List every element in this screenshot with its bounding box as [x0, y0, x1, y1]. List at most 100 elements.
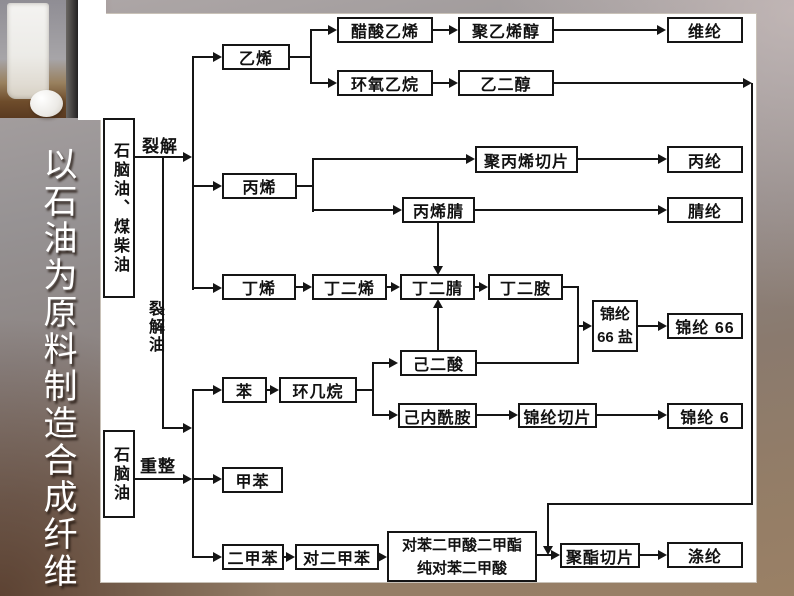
- connector-line: [296, 185, 313, 187]
- connector-line: [547, 503, 753, 505]
- arrowhead: [657, 25, 666, 35]
- connector-line: [134, 156, 186, 158]
- arrowhead: [583, 321, 592, 331]
- connector-line: [578, 325, 586, 327]
- connector-line: [192, 389, 194, 558]
- connector-line: [475, 286, 482, 288]
- milk-photo: [0, 0, 78, 118]
- node-nylon-chips: 锦纶切片: [518, 403, 597, 428]
- arrowhead: [213, 552, 222, 562]
- node-polyester-chips: 聚酯切片: [560, 543, 640, 568]
- connector-line: [290, 56, 311, 58]
- arrowhead: [213, 474, 222, 484]
- node-nylon-66: 锦纶 66: [667, 313, 743, 339]
- arrowhead: [378, 552, 387, 562]
- arrowhead: [743, 78, 752, 88]
- node-vinylon: 维纶: [667, 17, 743, 43]
- arrowhead: [303, 282, 312, 292]
- arrowhead: [213, 385, 222, 395]
- arrowhead: [466, 154, 475, 164]
- node-butanediamine: 丁二胺: [488, 274, 563, 300]
- connector-line: [372, 414, 392, 416]
- connector-line: [475, 209, 660, 211]
- connector-line: [547, 504, 549, 547]
- node-p-xylene: 对二甲苯: [295, 544, 379, 570]
- connector-line: [577, 287, 579, 364]
- connector-line: [433, 29, 452, 31]
- connector-line: [192, 287, 216, 289]
- node-succinonitrile: 丁二腈: [400, 274, 475, 300]
- connector-line: [192, 56, 216, 58]
- arrowhead: [449, 78, 458, 88]
- arrowhead: [213, 181, 222, 191]
- connector-line: [312, 209, 396, 211]
- node-nylon-6: 锦纶 6: [667, 403, 743, 429]
- connector-line: [162, 427, 186, 429]
- photo-edge-shadow: [66, 0, 78, 118]
- label-cracked-oil: 裂解油: [146, 300, 163, 354]
- connector-line: [597, 414, 660, 416]
- nylon66-salt-line1: 锦纶: [599, 306, 630, 323]
- connector-line: [640, 554, 660, 556]
- node-ethylene-glycol: 乙二醇: [458, 70, 554, 96]
- node-butene: 丁烯: [222, 274, 296, 300]
- node-benzene: 苯: [222, 377, 267, 403]
- connector-line: [554, 82, 746, 84]
- arrowhead: [393, 205, 402, 215]
- connector-line: [312, 158, 314, 212]
- milk-glass-image: [7, 3, 49, 99]
- node-xylene: 二甲苯: [222, 544, 284, 570]
- connector-line: [387, 286, 394, 288]
- connector-line: [192, 389, 216, 391]
- arrowhead: [551, 550, 560, 560]
- arrowhead: [658, 321, 667, 331]
- arrowhead: [213, 52, 222, 62]
- connector-line: [162, 158, 164, 429]
- connector-line: [310, 82, 333, 84]
- connector-line: [437, 223, 439, 267]
- node-polypropylene-fiber: 丙纶: [667, 146, 743, 173]
- arrowhead: [183, 474, 192, 484]
- arrowhead: [658, 410, 667, 420]
- arrowhead: [328, 78, 337, 88]
- arrowhead: [479, 282, 488, 292]
- node-source-naphtha-diesel: 石脑油、煤柴油: [103, 118, 135, 298]
- arrowhead: [658, 154, 667, 164]
- connector-line: [296, 286, 306, 288]
- node-acrylonitrile: 丙烯腈: [402, 197, 475, 223]
- arrowhead: [658, 205, 667, 215]
- connector-line: [192, 56, 194, 290]
- photo-backdrop: [78, 0, 106, 120]
- arrowhead: [389, 410, 398, 420]
- arrowhead: [389, 358, 398, 368]
- arrowhead: [183, 423, 192, 433]
- connector-line: [310, 29, 333, 31]
- arrowhead: [509, 410, 518, 420]
- connector-line: [563, 286, 579, 288]
- connector-line: [372, 363, 374, 416]
- arrowhead: [449, 25, 458, 35]
- node-vinyl-acetate: 醋酸乙烯: [337, 17, 433, 43]
- connector-line: [357, 389, 373, 391]
- arrowhead: [286, 552, 295, 562]
- connector-line: [751, 83, 753, 505]
- connector-line: [578, 158, 660, 160]
- node-acrylic-fiber: 腈纶: [667, 197, 743, 223]
- connector-line: [310, 30, 312, 84]
- connector-line: [134, 478, 186, 480]
- node-caprolactam: 己内酰胺: [398, 403, 477, 428]
- connector-line: [312, 158, 469, 160]
- node-polyester-fiber: 涤纶: [667, 542, 743, 568]
- connector-line: [372, 362, 392, 364]
- node-nylon66-salt: 锦纶 66 盐: [592, 300, 638, 352]
- node-ethylene-oxide: 环氧乙烷: [337, 70, 433, 96]
- node-adipic-acid: 己二酸: [400, 350, 477, 376]
- slide-title: 以石油为原料制造合成纤维: [38, 146, 75, 590]
- connector-line: [194, 478, 216, 480]
- dmt-line1: 对苯二甲酸二甲酯: [401, 536, 522, 554]
- connector-line: [433, 82, 452, 84]
- arrowhead: [183, 152, 192, 162]
- egg-image: [30, 90, 63, 117]
- node-dmt-pta: 对苯二甲酸二甲酯 纯对苯二甲酸: [387, 531, 537, 582]
